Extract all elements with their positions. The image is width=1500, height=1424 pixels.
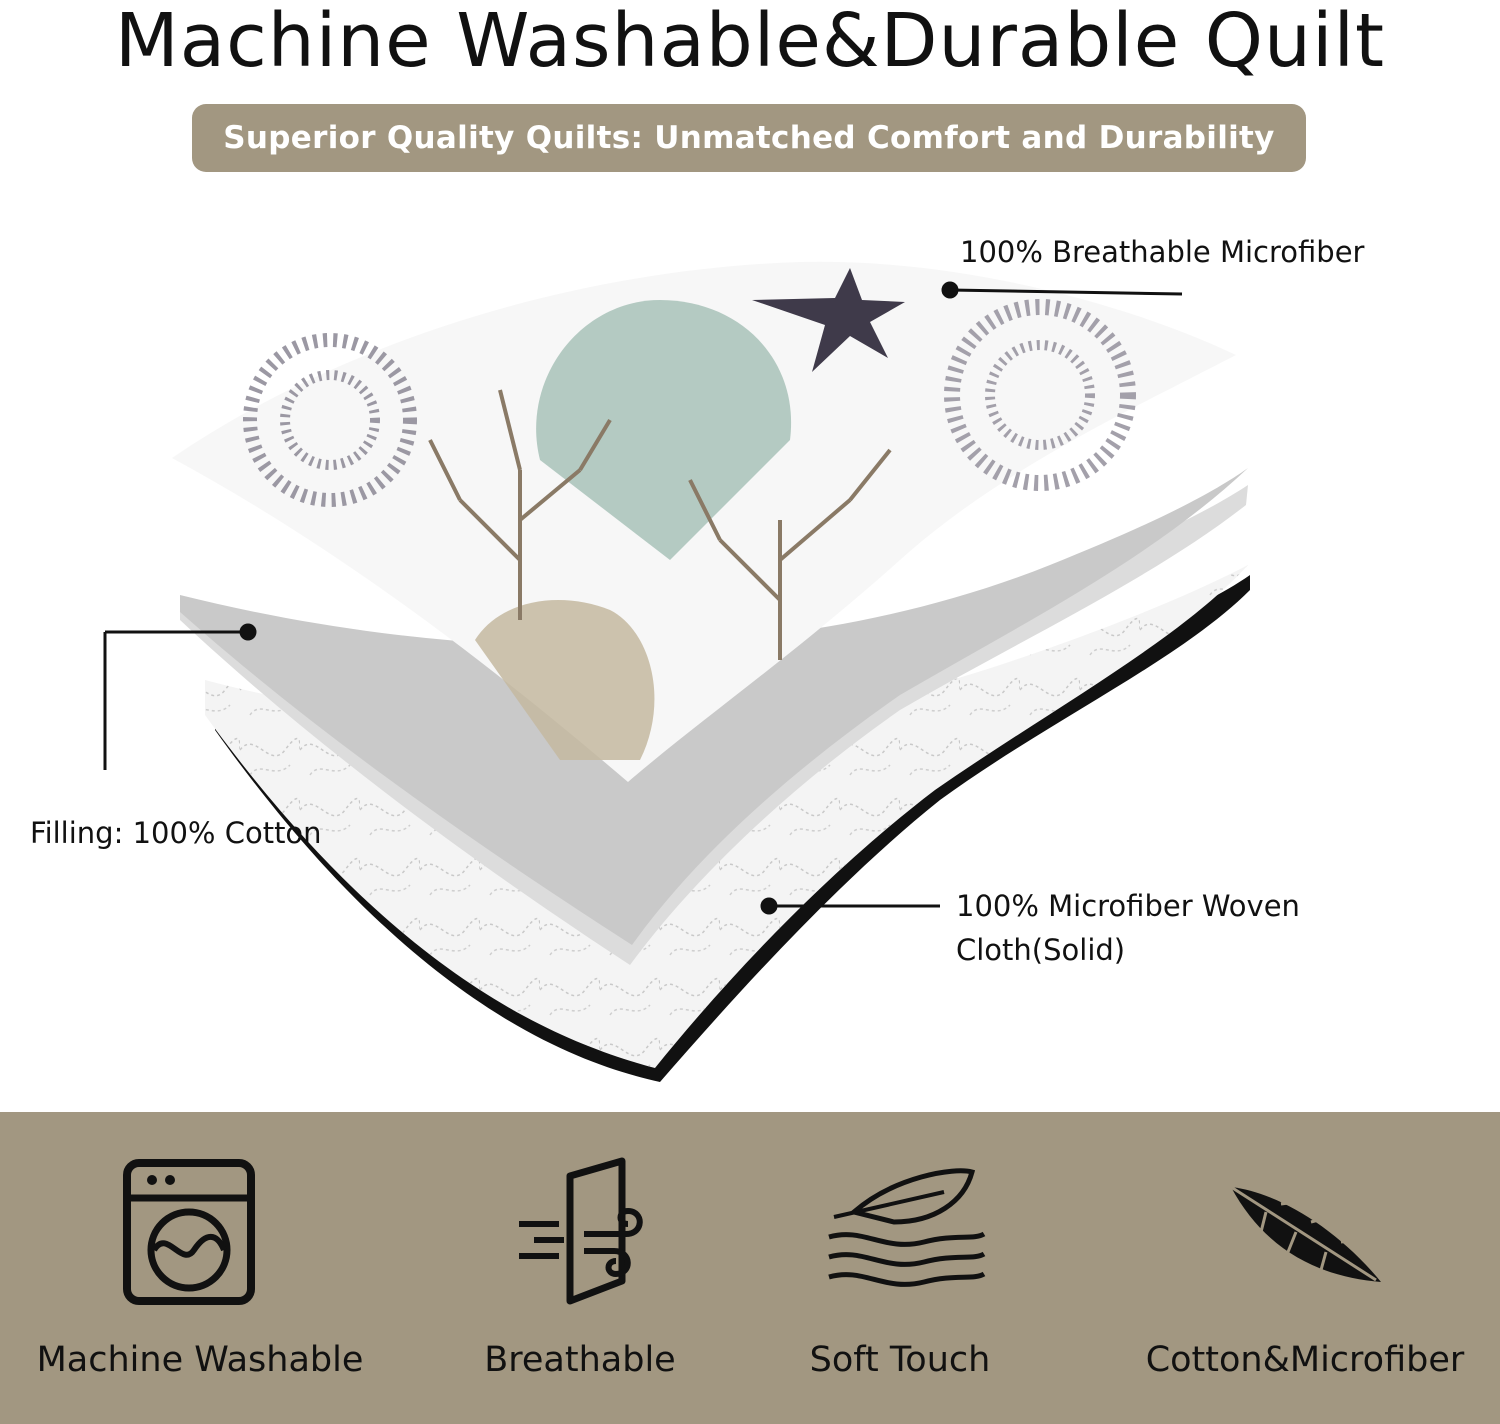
leaf-icon: [1230, 1185, 1381, 1282]
top-layer-label: 100% Breathable Microfiber: [960, 235, 1365, 269]
bottom-layer-label-line1: 100% Microfiber Woven: [956, 889, 1300, 923]
feature-breathable: Breathable: [430, 1112, 730, 1424]
subtitle-banner: Superior Quality Quilts: Unmatched Comfo…: [192, 104, 1306, 172]
feature-label: Machine Washable: [36, 1340, 364, 1380]
bottom-layer-label-line2: Cloth(Solid): [956, 933, 1126, 967]
page-title: Machine Washable&Durable Quilt: [114, 0, 1386, 84]
feature-cotton-microfiber: Cotton&Microfiber: [1120, 1112, 1490, 1424]
shell-pattern: [243, 299, 1136, 760]
feature-label: Breathable: [484, 1340, 676, 1380]
feather-soft-icon: [828, 1168, 986, 1287]
quilt-layers-illustration: [103, 261, 1250, 1082]
feature-soft-touch: Soft Touch: [750, 1112, 1050, 1424]
coral-pattern: [428, 389, 892, 660]
leader-lines: [103, 281, 1183, 915]
bottom-layer-label: 100% Microfiber Woven Cloth(Solid): [956, 884, 1300, 972]
top-printed-layer: [172, 261, 1236, 783]
breathable-door-icon: [519, 1157, 643, 1305]
features-band: Machine Washable Breathable Soft Touch: [0, 1112, 1500, 1424]
feature-label: Soft Touch: [809, 1340, 991, 1380]
subtitle-text: Superior Quality Quilts: Unmatched Comfo…: [223, 120, 1275, 156]
feature-machine-washable: Machine Washable: [10, 1112, 390, 1424]
starfish-pattern: [752, 268, 905, 372]
feature-label: Cotton&Microfiber: [1145, 1340, 1465, 1380]
washing-machine-icon: [123, 1159, 255, 1305]
filling-label: Filling: 100% Cotton: [30, 816, 322, 850]
